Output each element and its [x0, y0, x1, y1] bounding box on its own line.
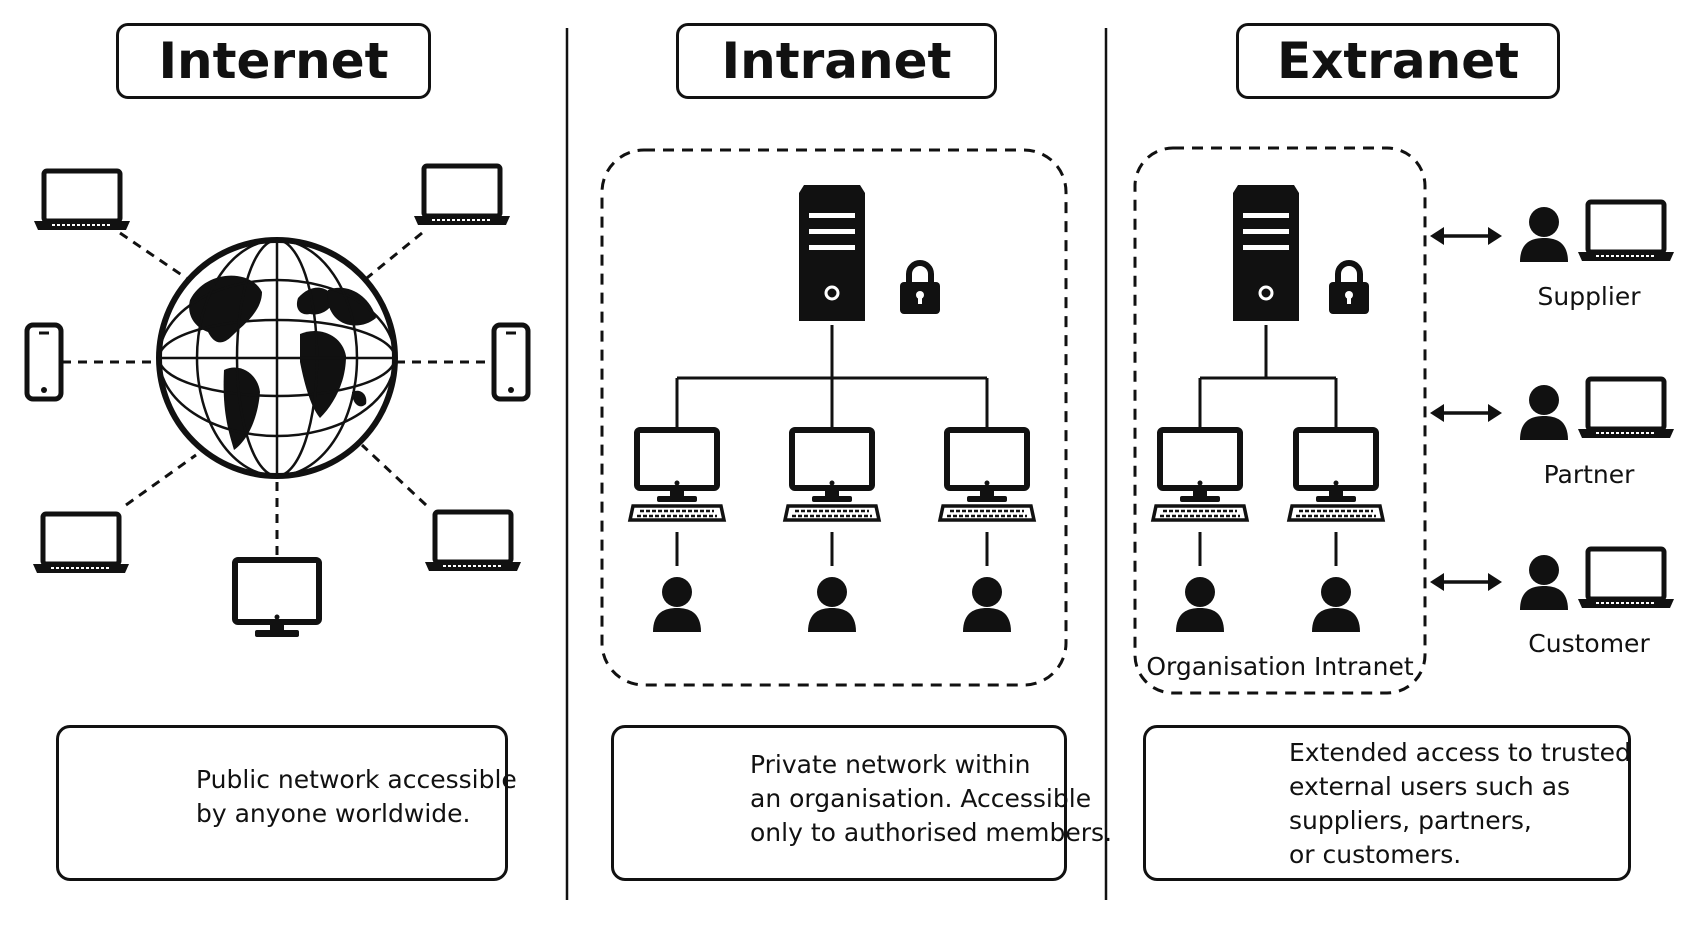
lock-icon: [900, 263, 940, 314]
internet-title: Internet: [116, 23, 431, 99]
user-icon: [808, 577, 856, 632]
laptop-icon: [425, 512, 521, 571]
partner-laptop-icon: [1578, 379, 1674, 438]
extranet-description: Extended access to trusted external user…: [1289, 738, 1631, 869]
extranet-description-box: [1143, 725, 1631, 881]
internet-diagram: [27, 166, 528, 637]
phone-icon: [494, 325, 528, 399]
intranet-description: Private network within an organisation. …: [750, 750, 1113, 847]
organisation-intranet-label: Organisation Intranet: [1146, 652, 1414, 681]
double-arrow-icon: [1428, 225, 1504, 247]
intranet-wiring: [675, 325, 989, 566]
phone-icon: [27, 325, 61, 399]
intranet-diagram: [600, 148, 1068, 687]
laptop-icon: [414, 166, 510, 225]
customer-label: Customer: [1528, 629, 1650, 658]
desktop-computer-icon: [1153, 430, 1247, 520]
supplier-laptop-icon: [1578, 202, 1674, 261]
double-arrow-icon: [1428, 571, 1504, 593]
internet-connection-lines: [62, 231, 492, 560]
desktop-computer-icon: [630, 430, 724, 520]
desktop-computer-icon: [1289, 430, 1383, 520]
desktop-computer-icon: [785, 430, 879, 520]
intranet-title: Intranet: [676, 23, 997, 99]
lock-icon: [1329, 263, 1369, 314]
server-icon: [797, 183, 867, 323]
laptop-icon: [33, 514, 129, 573]
user-icon: [653, 577, 701, 632]
user-icon: [1176, 577, 1224, 632]
user-icon: [1312, 577, 1360, 632]
user-icon: [963, 577, 1011, 632]
globe-icon: [156, 237, 398, 479]
intranet-description-box: [611, 725, 1067, 881]
server-icon: [1231, 183, 1301, 323]
extranet-title: Extranet: [1236, 23, 1560, 99]
laptop-icon: [34, 171, 130, 230]
internet-description: Public network accessible by anyone worl…: [196, 765, 517, 828]
double-arrow-icon: [1428, 402, 1504, 424]
supplier-label: Supplier: [1537, 282, 1641, 311]
partner-user-icon: [1520, 385, 1568, 440]
desktop-computer-icon: [940, 430, 1034, 520]
partner-label: Partner: [1543, 460, 1635, 489]
internet-description-box: [56, 725, 508, 881]
intranet-boundary: [600, 148, 1068, 687]
customer-laptop-icon: [1578, 549, 1674, 608]
supplier-user-icon: [1520, 207, 1568, 262]
monitor-icon: [235, 560, 319, 637]
extranet-diagram: [1133, 146, 1674, 695]
extranet-wiring: [1198, 325, 1338, 566]
customer-user-icon: [1520, 555, 1568, 610]
